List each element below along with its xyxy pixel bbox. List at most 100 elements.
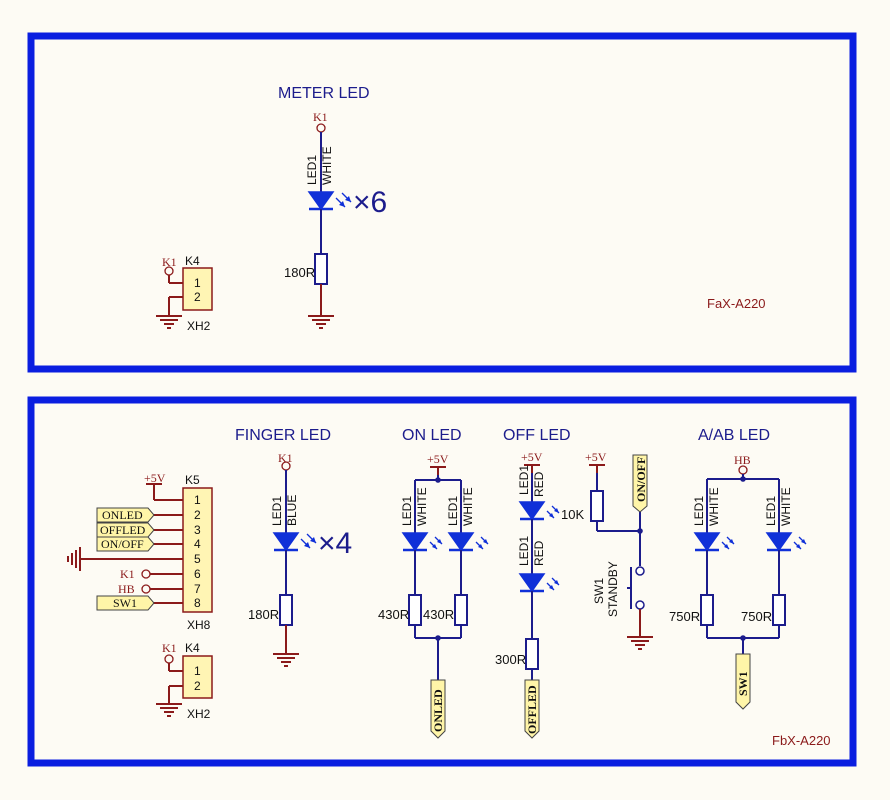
k5-pin-1: 1 bbox=[194, 493, 201, 507]
k5-pin-2: 2 bbox=[194, 508, 201, 522]
upper-k4-pin-2: 2 bbox=[194, 290, 201, 304]
lower-k4-connector bbox=[155, 654, 213, 717]
on-led-circuit bbox=[401, 466, 490, 739]
aab-resistor-2-value: 750R bbox=[741, 609, 772, 624]
finger-led-color: BLUE bbox=[285, 495, 299, 526]
off-led-2-icon bbox=[518, 572, 561, 593]
off-led-title: OFF LED bbox=[503, 427, 571, 444]
lower-k4-type: XH2 bbox=[187, 707, 211, 721]
meter-resistor-value: 180R bbox=[284, 265, 315, 280]
finger-led-icon bbox=[272, 531, 318, 552]
k5-pin-4: 4 bbox=[194, 537, 201, 551]
k5-label-hb: HB bbox=[118, 582, 135, 596]
off-resistor-2-value: 300R bbox=[495, 652, 526, 667]
switch-ref: SW1 bbox=[592, 578, 606, 604]
finger-led-circuit bbox=[272, 461, 318, 667]
standby-ground-icon bbox=[626, 626, 654, 650]
aab-net-flag: SW1 bbox=[736, 671, 750, 696]
meter-net-label: K1 bbox=[313, 110, 328, 124]
finger-led-ref: LED1 bbox=[270, 496, 284, 526]
switch-contact-icon bbox=[635, 600, 645, 610]
on-resistor-1-value: 430R bbox=[378, 607, 409, 622]
upper-k4-ground-icon bbox=[155, 305, 183, 329]
on-led-1-ref: LED1 bbox=[400, 496, 414, 526]
off-resistor bbox=[525, 638, 539, 670]
off-net-flag: OFFLED bbox=[525, 685, 539, 734]
on-resistor-1 bbox=[408, 594, 422, 626]
aab-led-circuit bbox=[693, 465, 808, 710]
k5-label-onoff: ON/OFF bbox=[101, 537, 144, 551]
meter-resistor bbox=[314, 253, 328, 285]
finger-net-label: K1 bbox=[278, 451, 293, 465]
meter-led-icon bbox=[307, 190, 353, 211]
k5-label-offled: OFFLED bbox=[100, 523, 146, 537]
hb-pad-icon bbox=[738, 465, 748, 475]
k5-pin-6: 6 bbox=[194, 567, 201, 581]
on-led-1-color: WHITE bbox=[415, 487, 429, 526]
upper-board-frame bbox=[27, 32, 857, 373]
meter-led-title: METER LED bbox=[278, 85, 370, 102]
aab-led-title: A/AB LED bbox=[698, 427, 770, 444]
on-led-2-icon bbox=[447, 531, 490, 552]
on-led-2-ref: LED1 bbox=[446, 496, 460, 526]
k5-connector bbox=[67, 483, 213, 613]
off-led-2-ref: LED1 bbox=[517, 536, 531, 566]
finger-resistor bbox=[279, 594, 293, 626]
off-led-1-icon bbox=[518, 500, 561, 521]
on-supply-label: +5V bbox=[427, 452, 449, 466]
off-supply-label: +5V bbox=[521, 450, 543, 464]
on-led-title: ON LED bbox=[402, 427, 462, 444]
switch-name: STANDBY bbox=[606, 561, 620, 617]
k5-pin-8: 8 bbox=[194, 596, 201, 610]
off-led-2-color: RED bbox=[532, 540, 546, 566]
meter-ground-icon bbox=[307, 305, 335, 329]
lower-k4-net: K1 bbox=[162, 641, 177, 655]
k5-label-onled: ONLED bbox=[102, 508, 143, 522]
aab-net-label: HB bbox=[734, 453, 751, 467]
lower-k4-pin-1: 1 bbox=[194, 664, 201, 678]
upper-k4-type: XH2 bbox=[187, 319, 211, 333]
upper-k4-ref: K4 bbox=[185, 254, 200, 268]
off-led-1-ref: LED1 bbox=[517, 465, 531, 495]
off-resistor-1-value: 10K bbox=[561, 507, 584, 522]
k5-ref: K5 bbox=[185, 473, 200, 487]
on-resistor-2-value: 430R bbox=[423, 607, 454, 622]
on-led-2-color: WHITE bbox=[461, 487, 475, 526]
k5-pin-7: 7 bbox=[194, 582, 201, 596]
standby-supply-icon bbox=[588, 464, 606, 474]
aab-led-2-ref: LED1 bbox=[764, 496, 778, 526]
lower-board-frame bbox=[27, 396, 857, 767]
aab-led-1-ref: LED1 bbox=[692, 496, 706, 526]
aab-led-2-icon bbox=[765, 531, 808, 552]
standby-switch-circuit bbox=[588, 454, 654, 650]
standby-net-flag: ON/OFF bbox=[634, 457, 648, 502]
lower-k4-ground-icon bbox=[155, 693, 183, 717]
aab-led-2-color: WHITE bbox=[779, 487, 793, 526]
finger-led-title: FINGER LED bbox=[235, 427, 331, 444]
hb-pad-icon bbox=[141, 584, 151, 594]
k1-pad-icon bbox=[141, 569, 151, 579]
k5-pin-5: 5 bbox=[194, 552, 201, 566]
upper-k4-net: K1 bbox=[162, 255, 177, 269]
switch-contact-icon bbox=[635, 566, 645, 576]
k5-pin-3: 3 bbox=[194, 523, 201, 537]
k1-pad-icon bbox=[316, 123, 326, 133]
upper-k4-connector bbox=[155, 266, 213, 329]
standby-resistor bbox=[590, 490, 604, 522]
lower-k4-ref: K4 bbox=[185, 641, 200, 655]
k5-label-k1: K1 bbox=[120, 567, 135, 581]
k5-supply-icon bbox=[145, 483, 163, 493]
meter-led-circuit: K1 bbox=[307, 110, 353, 329]
lower-k4-pin-2: 2 bbox=[194, 679, 201, 693]
on-resistor-2 bbox=[454, 594, 468, 626]
aab-resistor-1 bbox=[700, 594, 714, 626]
lower-board-id: FbX-A220 bbox=[772, 733, 831, 748]
finger-led-multiplier: ×4 bbox=[318, 527, 352, 560]
finger-ground-icon bbox=[272, 643, 300, 667]
k1-pad-icon bbox=[164, 654, 174, 664]
k5-supply-label: +5V bbox=[144, 471, 166, 485]
meter-led-color: WHITE bbox=[320, 146, 334, 185]
meter-led-ref: LED1 bbox=[305, 155, 319, 185]
on-net-flag: ONLED bbox=[431, 689, 445, 732]
